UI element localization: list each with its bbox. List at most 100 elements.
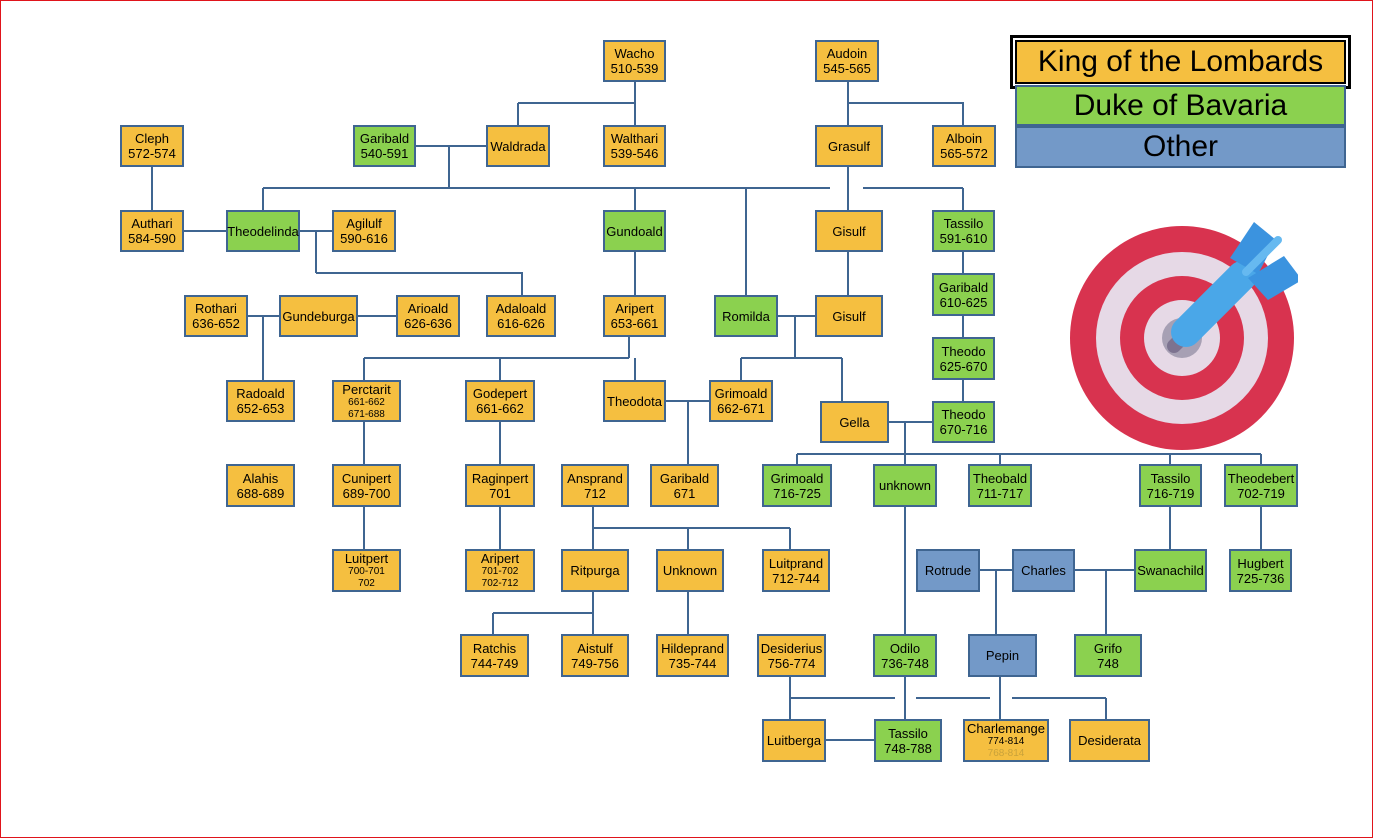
person-ritpurga[interactable]: Ritpurga xyxy=(561,549,629,592)
person-rotrude[interactable]: Rotrude xyxy=(916,549,980,592)
person-pepin[interactable]: Pepin xyxy=(968,634,1037,677)
person-garibald-610[interactable]: Garibald 610-625 xyxy=(932,273,995,316)
person-dates: 748-788 xyxy=(884,740,932,756)
person-waldrada[interactable]: Waldrada xyxy=(486,125,550,167)
person-theodo-625[interactable]: Theodo 625-670 xyxy=(932,337,995,380)
person-dates: 591-610 xyxy=(939,231,988,246)
person-name: Waldrada xyxy=(490,138,546,154)
person-dates-first-reign: 700-701 xyxy=(348,566,385,577)
person-gisulf-lower[interactable]: Gisulf xyxy=(815,295,883,337)
person-name: Desiderata xyxy=(1078,733,1141,748)
person-name: Tassilo xyxy=(943,216,984,231)
person-unknown-bavarian[interactable]: unknown xyxy=(873,464,937,507)
person-hugbert[interactable]: Hugbert 725-736 xyxy=(1229,549,1292,592)
person-dates-frankish-reign: 768-814 xyxy=(987,748,1025,759)
person-theodo-670[interactable]: Theodo 670-716 xyxy=(932,401,995,443)
person-romilda[interactable]: Romilda xyxy=(714,295,778,337)
person-wacho[interactable]: Wacho 510-539 xyxy=(603,40,666,82)
person-gundoald[interactable]: Gundoald xyxy=(603,210,666,252)
person-raginpert[interactable]: Raginpert 701 xyxy=(465,464,535,507)
person-dates: 712-744 xyxy=(772,570,820,586)
person-tassilo-716[interactable]: Tassilo 716-719 xyxy=(1139,464,1202,507)
person-odilo[interactable]: Odilo 736-748 xyxy=(873,634,937,677)
person-name: Grimoald xyxy=(770,470,824,486)
person-name: Gella xyxy=(839,414,870,430)
person-name: Cleph xyxy=(135,131,169,146)
person-dates-second-reign: 702-712 xyxy=(481,578,519,589)
person-name: Theodo xyxy=(941,407,986,422)
person-ratchis[interactable]: Ratchis 744-749 xyxy=(460,634,529,677)
person-name: Tassilo xyxy=(888,725,928,741)
person-theodebert[interactable]: Theodebert 702-719 xyxy=(1224,464,1298,507)
person-dates: 701 xyxy=(489,485,511,501)
person-name: Aripert xyxy=(615,301,654,316)
person-aistulf[interactable]: Aistulf 749-756 xyxy=(561,634,629,677)
person-hildeprand[interactable]: Hildeprand 735-744 xyxy=(656,634,729,677)
person-dates-first-reign: 701-702 xyxy=(481,566,519,577)
person-dates: 610-625 xyxy=(939,294,988,310)
person-desiderata[interactable]: Desiderata xyxy=(1069,719,1150,762)
person-name: Odilo xyxy=(889,640,921,656)
person-garibald-671[interactable]: Garibald 671 xyxy=(650,464,719,507)
person-theobald[interactable]: Theobald 711-717 xyxy=(968,464,1032,507)
legend-duke-of-bavaria: Duke of Bavaria xyxy=(1015,85,1346,126)
person-grimoald-716[interactable]: Grimoald 716-725 xyxy=(762,464,832,507)
person-alboin[interactable]: Alboin 565-572 xyxy=(932,125,996,167)
person-dates: 749-756 xyxy=(571,655,619,671)
person-name: Garibald xyxy=(359,131,410,146)
person-name: Radoald xyxy=(236,386,285,401)
person-gisulf-upper[interactable]: Gisulf xyxy=(815,210,883,252)
person-grifo[interactable]: Grifo 748 xyxy=(1074,634,1142,677)
person-adaloald[interactable]: Adaloald 616-626 xyxy=(486,295,556,337)
person-name: Garibald xyxy=(938,279,989,295)
person-charlemagne[interactable]: Charlemange 774-814 768-814 xyxy=(963,719,1049,762)
person-godepert[interactable]: Godepert 661-662 xyxy=(465,380,535,422)
person-luitprand[interactable]: Luitprand 712-744 xyxy=(762,549,830,592)
person-theodelinda[interactable]: Theodelinda xyxy=(226,210,300,252)
person-name: Perctarit xyxy=(342,381,391,397)
target-dart-icon xyxy=(1070,222,1298,450)
person-garibald-540[interactable]: Garibald 540-591 xyxy=(353,125,416,167)
person-name: Theodo xyxy=(941,343,986,359)
person-name: Ansprand xyxy=(567,470,623,486)
person-perctarit[interactable]: Perctarit 661-662 671-688 xyxy=(332,380,401,422)
person-agilulf[interactable]: Agilulf 590-616 xyxy=(332,210,396,252)
person-arioald[interactable]: Arioald 626-636 xyxy=(396,295,460,337)
person-dates: 688-689 xyxy=(236,485,285,501)
person-aripert-653[interactable]: Aripert 653-661 xyxy=(603,295,666,337)
person-name: Hildeprand xyxy=(661,640,724,656)
person-audoin[interactable]: Audoin 545-565 xyxy=(815,40,879,82)
person-desiderius[interactable]: Desiderius 756-774 xyxy=(757,634,826,677)
person-name: Hugbert xyxy=(1237,555,1284,571)
person-dates: 545-565 xyxy=(823,61,871,76)
person-aripert-701[interactable]: Aripert 701-702 702-712 xyxy=(465,549,535,592)
person-name: Adaloald xyxy=(495,301,547,316)
person-authari[interactable]: Authari 584-590 xyxy=(120,210,184,252)
person-grimoald-662[interactable]: Grimoald 662-671 xyxy=(709,380,773,422)
person-cunipert[interactable]: Cunipert 689-700 xyxy=(332,464,401,507)
person-cleph[interactable]: Cleph 572-574 xyxy=(120,125,184,167)
person-unknown-lombard[interactable]: Unknown xyxy=(656,549,724,592)
person-tassilo-591[interactable]: Tassilo 591-610 xyxy=(932,210,995,252)
person-walthari[interactable]: Walthari 539-546 xyxy=(603,125,666,167)
person-name: Raginpert xyxy=(471,470,529,486)
person-charles[interactable]: Charles xyxy=(1012,549,1075,592)
person-theodota[interactable]: Theodota xyxy=(603,380,666,422)
person-dates: 616-626 xyxy=(497,316,545,331)
person-dates: 652-653 xyxy=(236,401,285,416)
person-gundeburga[interactable]: Gundeburga xyxy=(279,295,358,337)
person-luitpert[interactable]: Luitpert 700-701 702 xyxy=(332,549,401,592)
person-grasulf[interactable]: Grasulf xyxy=(815,125,883,167)
person-tassilo-748[interactable]: Tassilo 748-788 xyxy=(874,719,942,762)
person-ansprand[interactable]: Ansprand 712 xyxy=(561,464,629,507)
person-rothari[interactable]: Rothari 636-652 xyxy=(184,295,248,337)
person-dates: 626-636 xyxy=(404,316,452,331)
person-alahis[interactable]: Alahis 688-689 xyxy=(226,464,295,507)
legend-other: Other xyxy=(1015,126,1346,168)
person-luitberga[interactable]: Luitberga xyxy=(762,719,826,762)
person-name: Romilda xyxy=(722,308,770,324)
person-radoald[interactable]: Radoald 652-653 xyxy=(226,380,295,422)
person-gella[interactable]: Gella xyxy=(820,401,889,443)
person-dates: 725-736 xyxy=(1236,570,1285,586)
person-swanachild[interactable]: Swanachild xyxy=(1134,549,1207,592)
